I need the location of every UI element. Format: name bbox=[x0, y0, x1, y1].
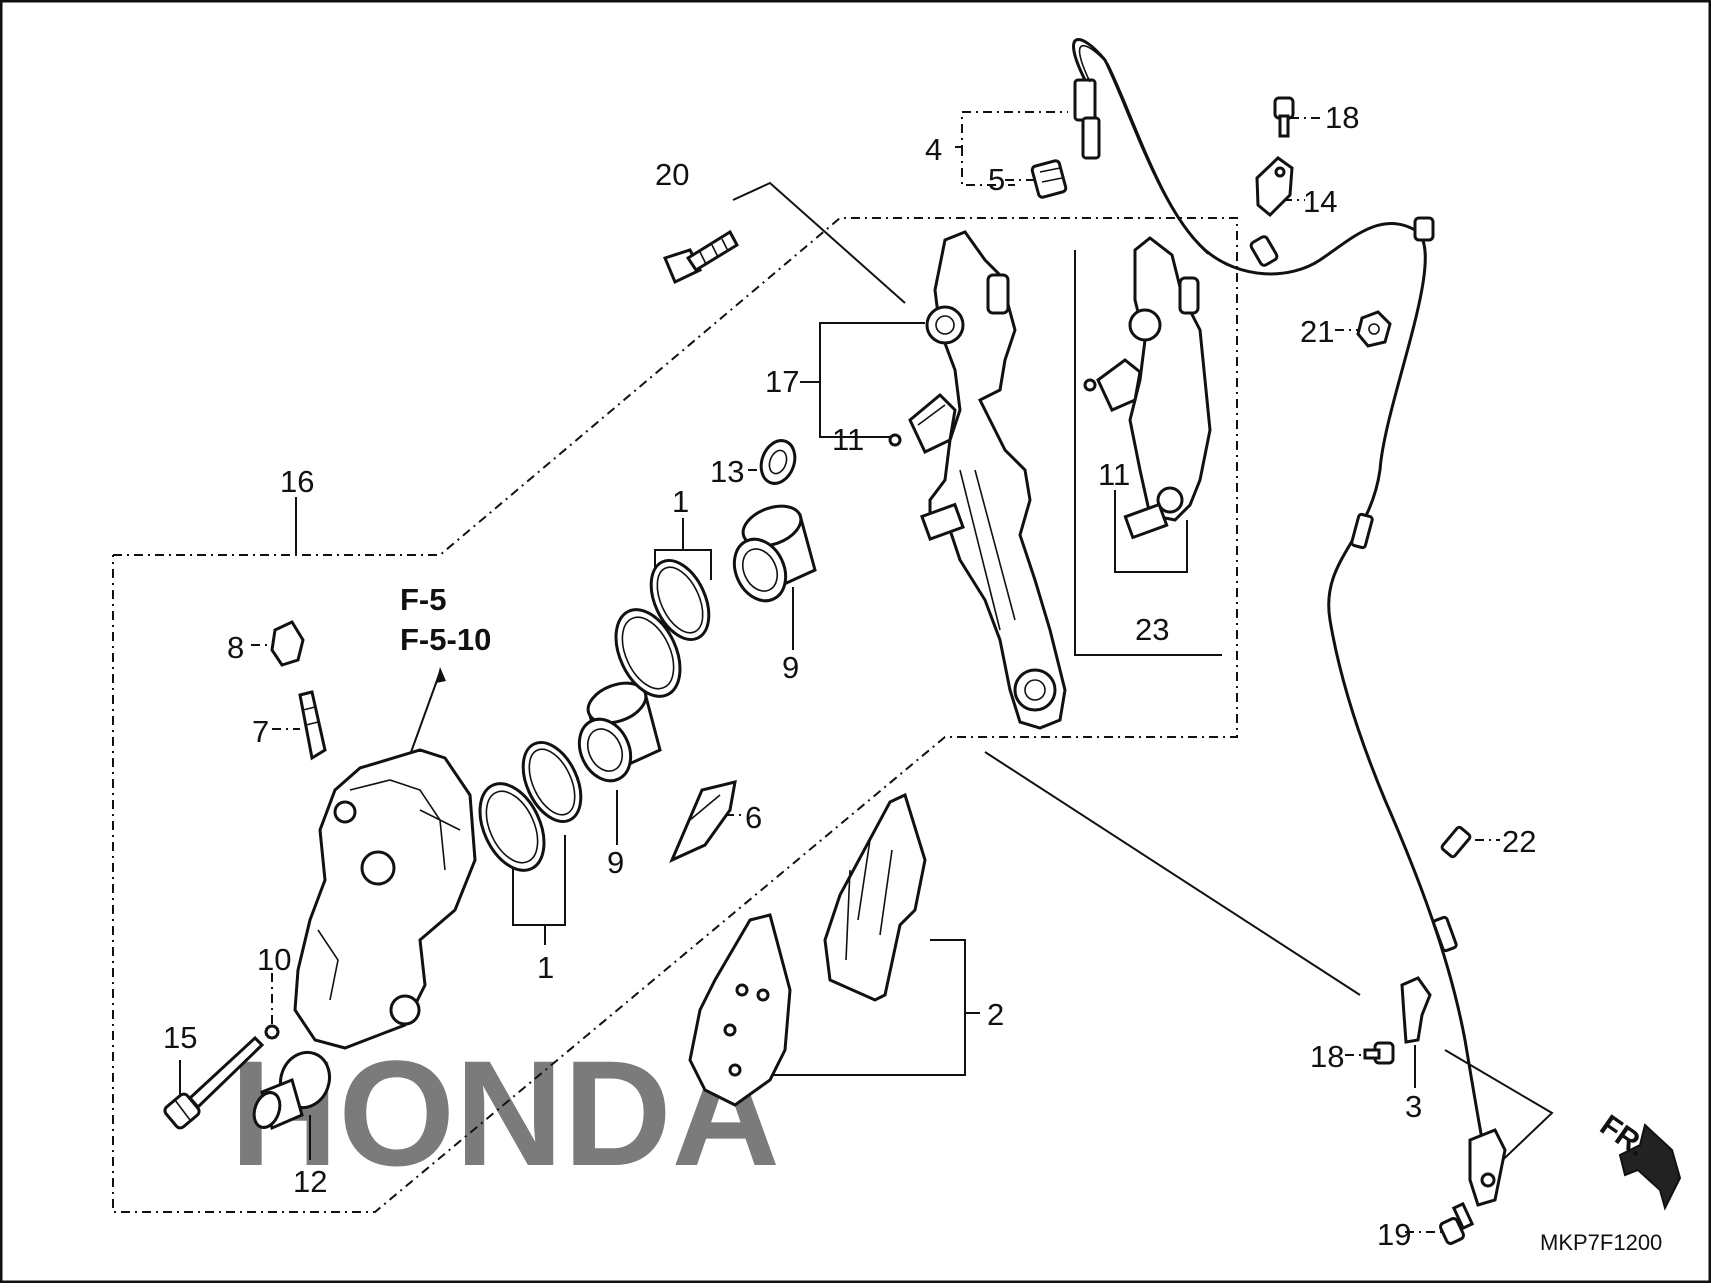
diagram-code: MKP7F1200 bbox=[1540, 1230, 1662, 1255]
callout-14[interactable]: 14 bbox=[1303, 184, 1337, 219]
brake-pads-2 bbox=[688, 792, 927, 1107]
cable-grommet bbox=[1249, 235, 1279, 267]
sensor-bracket bbox=[1468, 1128, 1507, 1207]
callout-9-lower[interactable]: 9 bbox=[607, 845, 624, 880]
piston-9-lower bbox=[577, 681, 662, 783]
reference-f5[interactable]: F-5 bbox=[400, 582, 447, 617]
caliper-body-16 bbox=[293, 748, 477, 1050]
callout-11[interactable]: 11 bbox=[832, 422, 864, 457]
callout-8[interactable]: 8 bbox=[227, 630, 244, 665]
pad-pin-15 bbox=[163, 1035, 265, 1130]
callout-7[interactable]: 7 bbox=[252, 714, 269, 749]
sensor-leader bbox=[984, 751, 1361, 996]
steel-ball-10 bbox=[264, 1024, 280, 1040]
callout-10[interactable]: 10 bbox=[257, 942, 291, 977]
pad-spring-11 bbox=[888, 392, 957, 455]
callout-4[interactable]: 4 bbox=[925, 132, 942, 167]
sensor-3 bbox=[1400, 976, 1432, 1044]
callout-21[interactable]: 21 bbox=[1300, 314, 1334, 349]
front-direction-arrow: FR. bbox=[1594, 1109, 1682, 1211]
nut-21 bbox=[1356, 310, 1392, 348]
band-22 bbox=[1440, 825, 1472, 859]
callout-18-top[interactable]: 18 bbox=[1325, 100, 1359, 135]
dust-seal-13 bbox=[759, 439, 797, 485]
callout-1-upper[interactable]: 1 bbox=[672, 484, 689, 519]
connector-4 bbox=[1073, 78, 1101, 160]
callout-6[interactable]: 6 bbox=[745, 800, 762, 835]
bleeder-screw-7 bbox=[298, 690, 327, 761]
bolt-19 bbox=[1439, 1201, 1475, 1245]
bracket-23 bbox=[1123, 236, 1212, 540]
callout-11-sub[interactable]: 11 bbox=[1098, 457, 1130, 492]
cable-clip bbox=[1350, 512, 1374, 550]
callout-17[interactable]: 17 bbox=[765, 364, 799, 399]
bolt-18-lower bbox=[1363, 1041, 1395, 1065]
callout-22[interactable]: 22 bbox=[1502, 824, 1536, 859]
bracket-subassembly-outline bbox=[1074, 250, 1222, 656]
flange-bolt-20 bbox=[662, 229, 739, 285]
callout-9-upper[interactable]: 9 bbox=[782, 650, 799, 685]
callout-5[interactable]: 5 bbox=[988, 162, 1005, 197]
callout-20[interactable]: 20 bbox=[655, 157, 689, 192]
cable-clamp-14 bbox=[1255, 156, 1294, 218]
grommet-5 bbox=[1030, 159, 1068, 199]
pad-spring-11b bbox=[1083, 358, 1142, 412]
callout-13[interactable]: 13 bbox=[710, 454, 744, 489]
piston-seals-1-upper bbox=[614, 558, 711, 698]
callout-18-lower[interactable]: 18 bbox=[1310, 1039, 1344, 1074]
bleeder-cap-8 bbox=[270, 620, 305, 667]
bolt-leader bbox=[732, 181, 906, 304]
callout-12[interactable]: 12 bbox=[293, 1164, 327, 1199]
callout-16[interactable]: 16 bbox=[280, 464, 314, 499]
caliper-bracket-17 bbox=[919, 230, 1067, 730]
reference-f5-10[interactable]: F-5-10 bbox=[400, 622, 491, 657]
callout-19[interactable]: 19 bbox=[1377, 1217, 1411, 1252]
caliper-assembly-outline bbox=[112, 217, 1238, 1213]
callout-3[interactable]: 3 bbox=[1405, 1089, 1422, 1124]
callout-15[interactable]: 15 bbox=[163, 1020, 197, 1055]
cable-grommet-2 bbox=[1413, 216, 1435, 242]
bolt-18-top bbox=[1273, 96, 1295, 138]
sensor-bracket-leader bbox=[1444, 1049, 1554, 1173]
cable-clip-2 bbox=[1432, 915, 1458, 953]
speed-sensor-cable bbox=[1072, 38, 1487, 1156]
piston-9-upper bbox=[732, 504, 817, 603]
plug-12 bbox=[252, 1050, 332, 1131]
callout-23[interactable]: 23 bbox=[1135, 612, 1169, 647]
pad-spring-6 bbox=[669, 780, 737, 863]
callout-2[interactable]: 2 bbox=[987, 997, 1004, 1032]
piston-seals-1-lower bbox=[478, 740, 583, 872]
callout-1-lower[interactable]: 1 bbox=[537, 950, 554, 985]
